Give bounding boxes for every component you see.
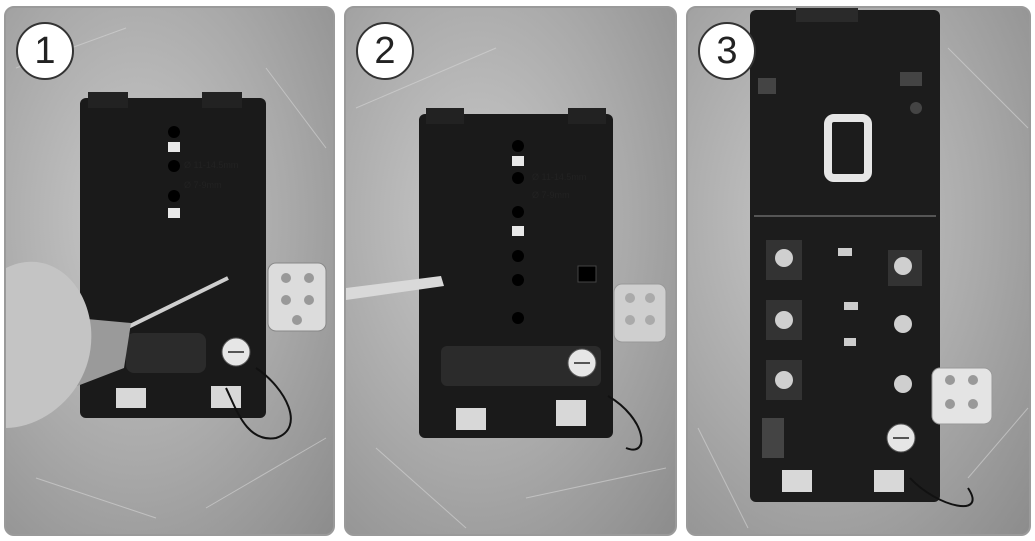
diameter-large-label: Ø 11-14.5mm [532,172,586,182]
step-3-illustration [697,8,1029,529]
step-number-badge: 3 [698,22,756,80]
diameter-large-label: Ø 11-14.5mm [184,160,238,170]
screwdriver-blade [346,276,444,300]
diameter-small-label: Ø 7-9mm [184,180,222,190]
step-1-illustration: Ø 11-14.5mm Ø 7-9mm [6,27,327,519]
step-number: 3 [716,29,738,72]
diameter-small-label: Ø 7-9mm [532,190,570,200]
step-1-photo: 1 Ø 11-14.5mm Ø 7-9mm [4,6,335,536]
step-number: 1 [34,29,56,72]
step-number: 2 [374,29,396,72]
cable-clamp [824,114,872,182]
step-number-badge: 2 [356,22,414,80]
step-number-badge: 1 [16,22,74,80]
metal-bracket [931,367,993,425]
step-2-illustration: Ø 11-14.5mm Ø 7-9mm [346,47,667,529]
hand [6,261,92,428]
metal-bracket [613,283,667,343]
step-3-photo: 3 [686,6,1031,536]
screwdriver-shaft [125,276,229,330]
step-2-photo: 2 Ø 11-14.5mm Ø 7-9mm [344,6,677,536]
terminal-block [766,240,922,400]
